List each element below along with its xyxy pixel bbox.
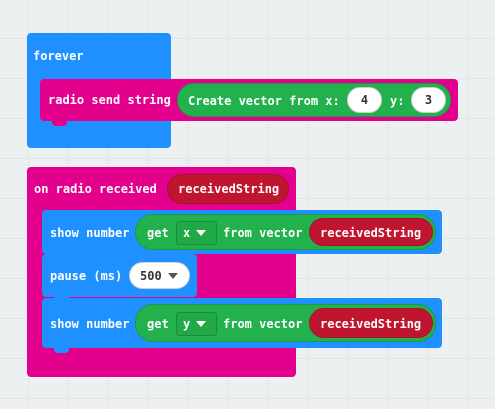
create-vector-block[interactable]: Create vector from x: 4 y: 3 xyxy=(177,83,451,117)
show-number-label: show number xyxy=(50,317,130,331)
variable-label: receivedString xyxy=(320,317,422,331)
received-string-param-label: receivedString xyxy=(178,182,280,196)
from-vector-label: from vector xyxy=(223,226,303,240)
get-from-vector-block[interactable]: get y from vector receivedString xyxy=(135,304,436,342)
field-dropdown[interactable]: x xyxy=(176,221,217,245)
pause-block[interactable]: pause (ms) 500 xyxy=(42,254,197,302)
on-radio-received-label: on radio received xyxy=(34,182,157,196)
field-dropdown-value: x xyxy=(183,226,191,240)
variable-label: receivedString xyxy=(320,226,422,240)
show-number-block[interactable]: show number get y from vector receivedSt… xyxy=(42,298,442,353)
received-string-param[interactable]: receivedString xyxy=(167,174,289,204)
received-string-variable[interactable]: receivedString xyxy=(309,308,433,338)
forever-label: forever xyxy=(33,49,84,63)
chevron-down-icon xyxy=(196,321,207,327)
from-vector-label: from vector xyxy=(223,317,303,331)
show-number-block[interactable]: show number get x from vector receivedSt… xyxy=(42,210,442,259)
pause-label: pause (ms) xyxy=(50,269,123,283)
field-dropdown[interactable]: y xyxy=(176,312,217,336)
y-label: y: xyxy=(390,94,405,108)
radio-send-string-block[interactable]: radio send string Create vector from x: … xyxy=(40,79,458,126)
get-from-vector-block[interactable]: get x from vector receivedString xyxy=(135,214,436,250)
chevron-down-icon xyxy=(167,272,178,279)
get-label: get xyxy=(147,226,169,240)
y-value-input[interactable]: 3 xyxy=(411,87,446,113)
field-dropdown-value: y xyxy=(183,317,191,331)
x-value-input[interactable]: 4 xyxy=(347,87,382,113)
chevron-down-icon xyxy=(196,230,207,236)
radio-send-string-label: radio send string xyxy=(48,93,171,107)
received-string-variable[interactable]: receivedString xyxy=(309,218,433,246)
block-notch xyxy=(52,121,67,126)
create-vector-label: Create vector from x: xyxy=(188,94,340,108)
pause-duration-dropdown[interactable]: 500 xyxy=(129,262,190,289)
show-number-label: show number xyxy=(50,226,130,240)
get-label: get xyxy=(147,317,169,331)
block-notch xyxy=(54,348,69,353)
pause-duration-value: 500 xyxy=(140,268,162,283)
